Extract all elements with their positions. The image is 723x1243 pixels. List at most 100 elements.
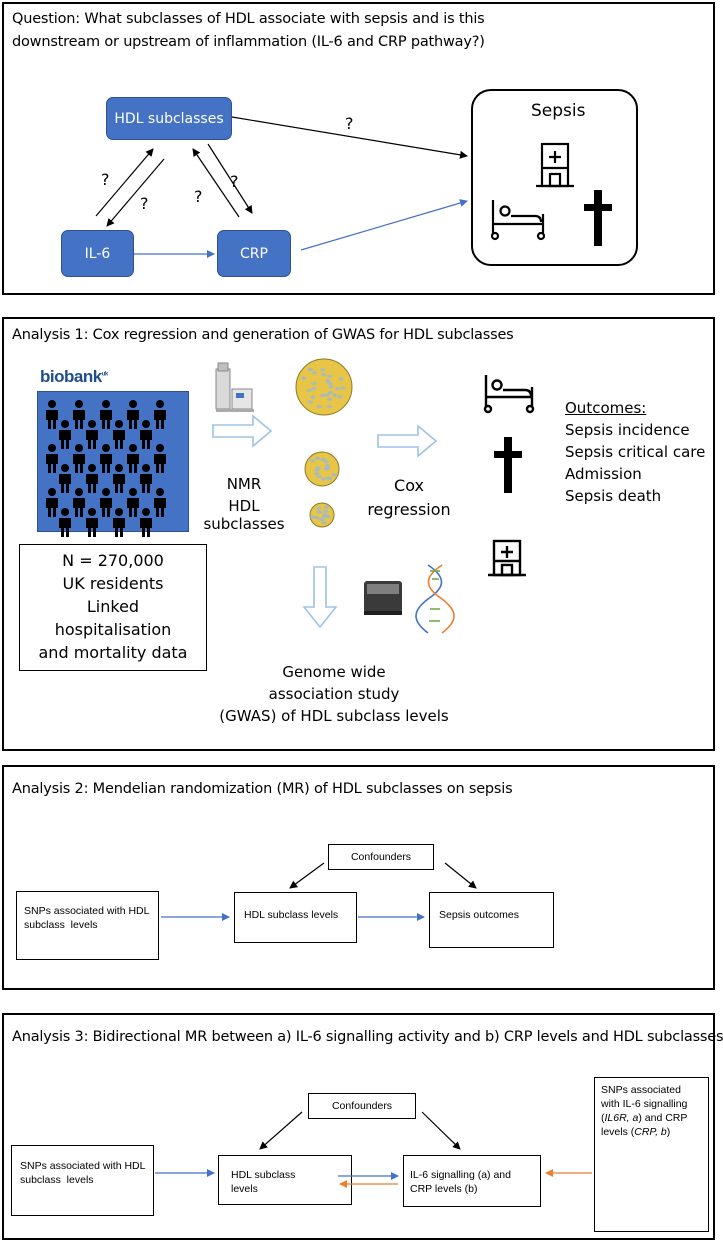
question-mark-il6-left: ? [101,170,110,189]
hospital-icon [488,539,526,577]
gwas-label-3: (GWAS) of HDL subclass levels [219,707,449,725]
person-icon [140,464,152,493]
person-icon [154,400,166,429]
cox-label-1: Cox [394,476,424,495]
question-panel: Question: What subclasses of HDL associa… [2,2,715,295]
biobank-logo-text: biobank [40,367,102,386]
person-icon [127,444,139,473]
sequencer-icon [364,581,402,615]
hdl-particle-protein [314,466,321,470]
snps-il6-l3-open: ( [601,1112,605,1124]
population-line-2: UK residents [62,574,164,593]
hdl-particle-protein [314,456,321,460]
hdl-particle-protein [309,395,316,400]
hdl-levels-label: HDL subclass levels [244,909,339,921]
person-icon [46,488,58,517]
hdl-particle-protein [334,387,341,391]
hdl-levels-box: HDL subclass levels [234,892,357,943]
hdl-particle-protein [331,393,338,397]
hdl-particle-protein [300,376,307,380]
population-line-4: hospitalisation [54,620,172,639]
arrow-hdl-to-sepsis [231,116,468,159]
snps-hdl-box: SNPs associated with HDL subclass levels [11,1145,154,1216]
outcomes-heading: Outcomes: [565,399,647,417]
hdl-particle-protein [310,386,317,391]
hdl-particle-protein [338,377,345,381]
cox-label-2: regression [367,500,451,519]
snps-il6-l4-pre: levels ( [601,1126,635,1138]
person-icon [73,400,85,429]
arrow-il6-to-hdl [95,148,154,217]
person-icon [127,488,139,517]
hdl-particle-protein [321,514,328,519]
hospital-icon [536,142,574,188]
hdl-particle-icon [295,358,353,528]
hdl-particle-protein [309,458,316,463]
hdl-particle-protein [316,510,323,514]
sepsis-box: Sepsis [471,89,638,266]
snps-hdl-line-1: SNPs associated with HDL [24,905,150,917]
hdl-particle-protein [319,367,326,372]
hdl-subclasses-node: HDL subclasses [106,97,232,140]
biobank-logo: biobankuk [40,367,108,387]
arrow-confounders-to-hdl [259,1111,303,1150]
gwas-arrow [302,566,338,629]
nmr-arrow [212,414,273,448]
question-line-2: downstream or upstream of inflammation (… [12,34,485,50]
person-icon [73,444,85,473]
question-mark-crp-right: ? [230,172,239,191]
hdl-particle-protein [309,515,316,519]
confounders-label: Confounders [331,1100,393,1112]
person-icon [86,508,98,537]
confounders-label: Confounders [350,851,412,863]
person-icon [113,464,125,493]
snps-il6-l3-gene: IL6R, a [604,1112,639,1124]
arrow-confounders-to-il6 [421,1111,461,1150]
hdl-levels-box: HDL subclass levels [218,1155,352,1205]
snps-il6-box: SNPs associated with IL-6 signalling (IL… [594,1077,709,1232]
dna-icon [415,564,455,634]
snps-il6-l4-after: ) [666,1126,671,1138]
hdl-particle-protein [327,381,334,386]
hdl-particle-protein [324,463,331,468]
hdl-particle-protein [326,476,333,481]
hdl-particle-protein [326,374,333,378]
nmr-label-2: HDL subclasses [203,497,285,533]
sepsis-title: Sepsis [531,101,586,121]
analysis-3-title: Analysis 3: Bidirectional MR between a) … [12,1029,723,1045]
hdl-levels-line-1: HDL subclass [231,1169,296,1181]
person-icon [127,400,139,429]
snps-il6-line-4: levels (CRP, b) [601,1126,670,1139]
hdl-particle-protein [331,472,338,477]
person-icon [100,444,112,473]
question-mark-crp-left: ? [194,187,203,206]
person-icon [59,508,71,537]
person-icon [59,420,71,449]
person-icon [59,464,71,493]
person-icon [46,400,58,429]
question-mark-hdl-sepsis: ? [345,114,354,133]
snps-il6-l4-gene: CRP, b [634,1126,667,1138]
population-box: N = 270,000 UK residents Linked hospital… [19,544,207,671]
person-icon [73,488,85,517]
panel2-graphics [212,358,535,634]
hdl-particle-protein [315,506,322,511]
panel3-arrows [161,862,477,921]
sepsis-outcomes-label: Sepsis outcomes [439,909,519,921]
outcome-4: Sepsis death [565,487,662,505]
hdl-particle-protein [319,393,326,398]
population-line-3: Linked [86,597,140,616]
il6-crp-box: IL-6 signalling (a) and CRP levels (b) [403,1155,541,1207]
hospital-bed-icon [483,375,535,414]
hdl-particle-protein [324,466,331,471]
hdl-particle-protein [307,367,314,372]
panel1-arrows [95,116,612,258]
arrow-crp-to-hdl [192,148,240,218]
hdl-particle-sphere [304,451,340,487]
arrow-hdl-to-crp [207,143,253,214]
cross-icon [584,190,612,246]
question-line-1: Question: What subclasses of HDL associa… [12,11,485,27]
hdl-particle-protein [306,388,313,393]
hdl-particle-protein [322,509,329,514]
person-icon [154,444,166,473]
